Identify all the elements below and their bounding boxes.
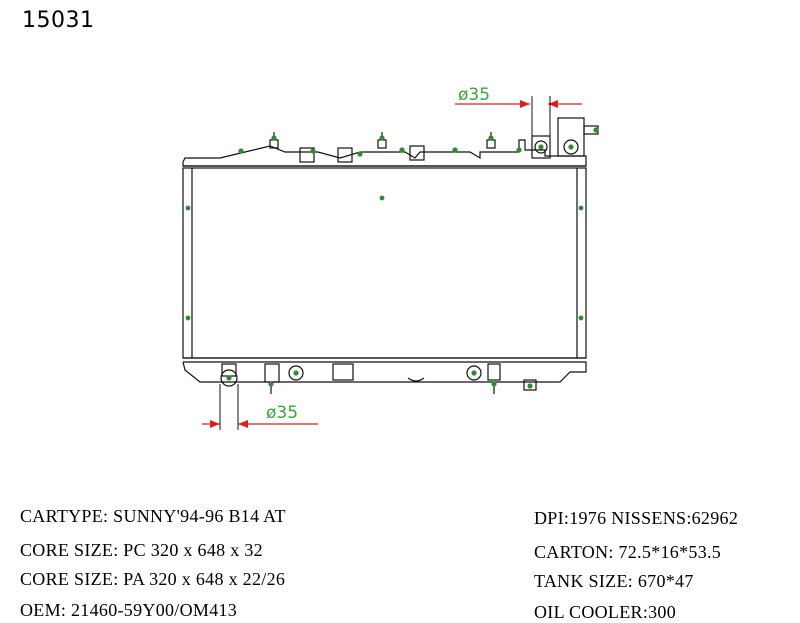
spec-core-size-pc: CORE SIZE: PC 320 x 648 x 32 — [20, 540, 263, 560]
spec-cartype: CARTYPE: SUNNY'94-96 B14 AT — [20, 506, 286, 526]
top-diameter-dimension: ø35 — [455, 85, 582, 156]
bottom-diameter-dimension: ø35 — [202, 384, 318, 430]
side-fasteners — [185, 195, 584, 321]
bottom-tank — [182, 361, 587, 394]
radiator-drawing: ø35 ø35 — [182, 85, 599, 430]
top-fasteners — [238, 127, 599, 157]
inlet-neck — [531, 117, 599, 159]
spec-oem: OEM: 21460-59Y00/OM413 — [20, 600, 238, 620]
bottom-fasteners — [226, 370, 533, 389]
radiator-core — [182, 167, 587, 359]
bottom-diameter-label: ø35 — [266, 403, 298, 423]
spec-core-size-pa: CORE SIZE: PA 320 x 648 x 22/26 — [20, 569, 286, 589]
spec-carton: CARTON: 72.5*16*53.5 — [534, 542, 722, 562]
spec-tank-size: TANK SIZE: 670*47 — [534, 571, 694, 591]
spec-dpi-nissens: DPI:1976 NISSENS:62962 — [534, 508, 739, 528]
spec-oil-cooler: OIL COOLER:300 — [534, 602, 677, 622]
top-tank — [182, 132, 587, 167]
part-number: 15031 — [22, 8, 95, 33]
top-diameter-label: ø35 — [458, 85, 490, 105]
